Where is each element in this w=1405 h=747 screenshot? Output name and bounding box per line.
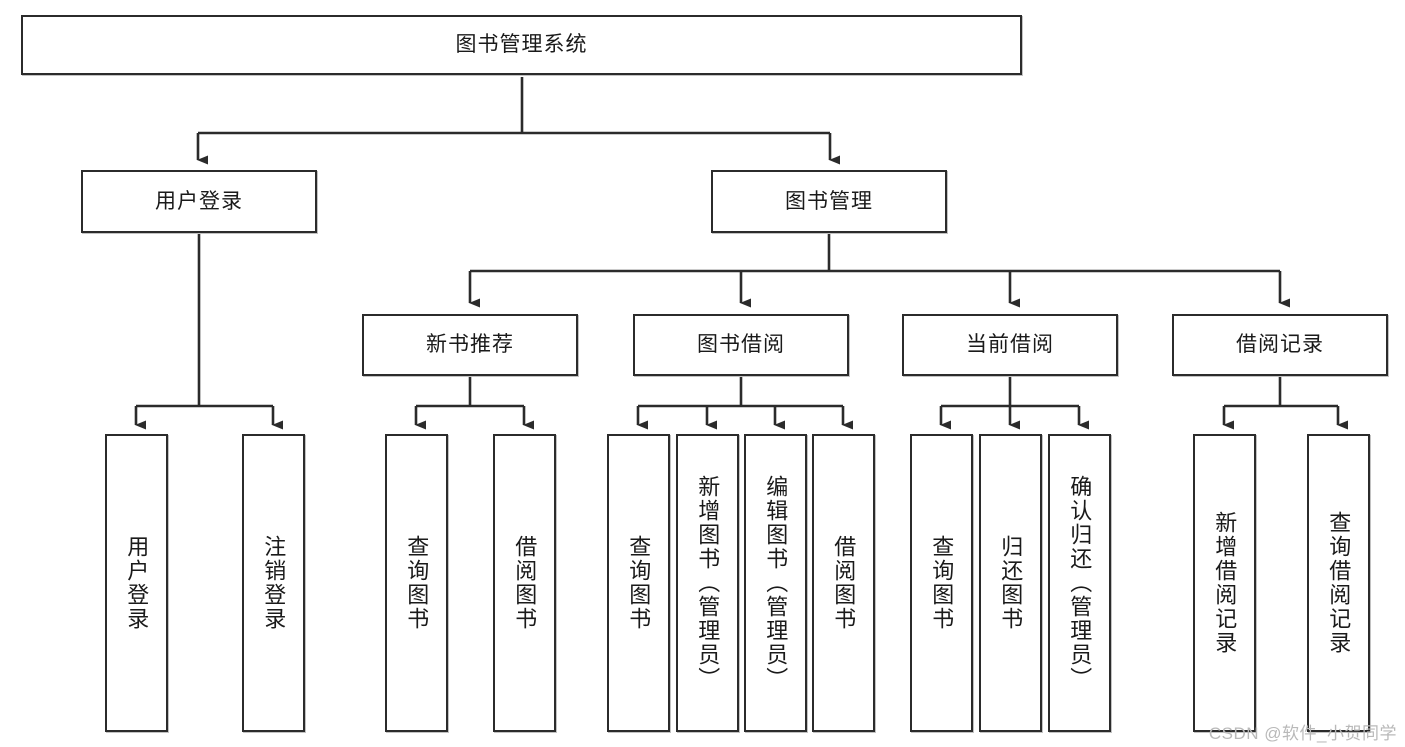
leaf-current-borrow-confirm-label: 确认归还（管理员）	[1067, 475, 1093, 691]
leaf-user-login-logout-label: 注销登录	[261, 535, 287, 631]
leaf-book-borrow-query-label: 查询图书	[626, 535, 652, 631]
node-book-management-label: 图书管理	[785, 189, 873, 213]
node-new-book-recommend[interactable]: 新书推荐	[362, 314, 578, 376]
leaf-book-borrow-add-label: 新增图书（管理员）	[695, 475, 721, 691]
node-user-login-label: 用户登录	[155, 189, 243, 213]
leaf-new-book-borrow[interactable]: 借阅图书	[493, 434, 556, 732]
node-current-borrow[interactable]: 当前借阅	[902, 314, 1118, 376]
leaf-borrow-record-add-label: 新增借阅记录	[1212, 511, 1238, 655]
leaf-book-borrow-edit[interactable]: 编辑图书（管理员）	[744, 434, 807, 732]
csdn-watermark: CSDN @软件_小贺同学	[1208, 724, 1397, 743]
leaf-user-login-login-label: 用户登录	[124, 535, 150, 631]
node-current-borrow-label: 当前借阅	[966, 333, 1054, 357]
node-book-borrow[interactable]: 图书借阅	[633, 314, 849, 376]
leaf-new-book-query[interactable]: 查询图书	[385, 434, 448, 732]
leaf-book-borrow-edit-label: 编辑图书（管理员）	[763, 475, 789, 691]
leaf-new-book-borrow-label: 借阅图书	[512, 535, 538, 631]
node-root-system[interactable]: 图书管理系统	[21, 15, 1022, 75]
leaf-book-borrow-lend[interactable]: 借阅图书	[812, 434, 875, 732]
leaf-new-book-query-label: 查询图书	[404, 535, 430, 631]
node-root-system-label: 图书管理系统	[455, 33, 588, 57]
leaf-book-borrow-lend-label: 借阅图书	[831, 535, 857, 631]
leaf-borrow-record-query[interactable]: 查询借阅记录	[1307, 434, 1370, 732]
leaf-current-borrow-confirm[interactable]: 确认归还（管理员）	[1048, 434, 1111, 732]
leaf-current-borrow-return[interactable]: 归还图书	[979, 434, 1042, 732]
leaf-borrow-record-add[interactable]: 新增借阅记录	[1193, 434, 1256, 732]
leaf-current-borrow-query-label: 查询图书	[929, 535, 955, 631]
leaf-borrow-record-query-label: 查询借阅记录	[1326, 511, 1352, 655]
node-book-management[interactable]: 图书管理	[711, 170, 947, 233]
node-borrow-record[interactable]: 借阅记录	[1172, 314, 1388, 376]
leaf-user-login-login[interactable]: 用户登录	[105, 434, 168, 732]
leaf-current-borrow-query[interactable]: 查询图书	[910, 434, 973, 732]
leaf-current-borrow-return-label: 归还图书	[998, 535, 1024, 631]
leaf-book-borrow-add[interactable]: 新增图书（管理员）	[676, 434, 739, 732]
leaf-user-login-logout[interactable]: 注销登录	[242, 434, 305, 732]
node-borrow-record-label: 借阅记录	[1236, 333, 1324, 357]
node-book-borrow-label: 图书借阅	[697, 333, 785, 357]
node-user-login[interactable]: 用户登录	[81, 170, 317, 233]
leaf-book-borrow-query[interactable]: 查询图书	[607, 434, 670, 732]
node-new-book-recommend-label: 新书推荐	[426, 333, 514, 357]
